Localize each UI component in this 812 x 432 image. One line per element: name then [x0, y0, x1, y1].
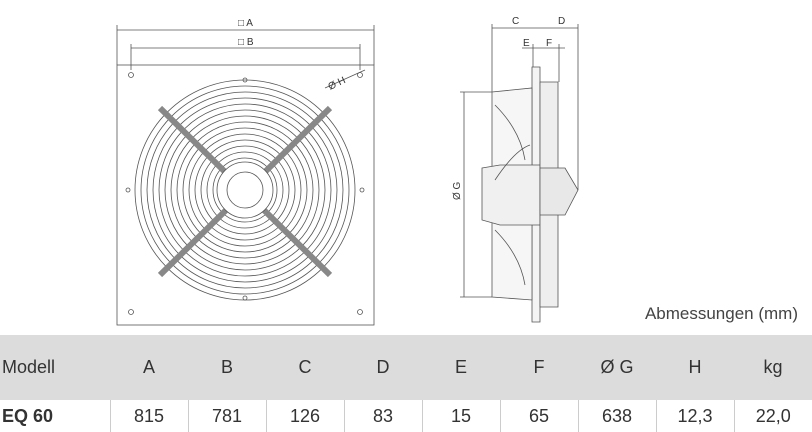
guard-ring	[152, 97, 338, 283]
dim-d-label: D	[558, 16, 565, 27]
guard-ring	[182, 127, 308, 253]
technical-drawing: □ A □ B Ø H C D E F Ø G	[116, 16, 579, 326]
guard-ring	[200, 145, 290, 235]
guard-ring	[140, 85, 350, 295]
dim-a-label: □ A	[238, 18, 253, 29]
dimensions-table: Modell A B C D E F Ø G H kg EQ 60 815 78…	[0, 335, 812, 432]
guard-ring	[206, 151, 284, 229]
guard-ring	[134, 79, 356, 301]
header-modell: Modell	[2, 357, 56, 377]
dim-e-label: E	[523, 38, 530, 49]
guard-ring	[158, 103, 332, 277]
header-a: A	[142, 357, 155, 377]
cell-modell: EQ 60	[2, 405, 54, 426]
cell-b: 781	[187, 400, 266, 432]
guard-ring	[146, 91, 344, 289]
dim-h-label: Ø H	[327, 75, 348, 92]
cell-h: 12,3	[655, 400, 734, 432]
header-c: C	[298, 357, 312, 377]
cell-g: 638	[577, 400, 656, 432]
cell-d: 83	[343, 400, 422, 432]
cell-e: 15	[421, 400, 500, 432]
guard-ring	[176, 121, 314, 259]
header-kg: kg	[763, 357, 783, 377]
cell-f: 65	[499, 400, 578, 432]
dim-f-label: F	[546, 38, 552, 49]
header-b: B	[220, 357, 233, 377]
cell-c: 126	[265, 400, 344, 432]
guard-ring	[164, 109, 326, 271]
cell-a: 815	[109, 400, 188, 432]
header-e: E	[454, 357, 467, 377]
side-view	[460, 24, 579, 323]
guard-ring	[170, 115, 320, 265]
guard-ring	[194, 139, 296, 241]
header-g: Ø G	[600, 357, 634, 377]
dim-c-label: C	[512, 16, 519, 27]
dim-g-label: Ø G	[452, 181, 463, 200]
guard-ring	[188, 133, 302, 247]
header-f: F	[533, 357, 545, 377]
front-view	[116, 25, 375, 326]
table-row: EQ 60 815 781 126 83 15 65 638 12,3 22,0	[0, 400, 812, 432]
header-h: H	[688, 357, 702, 377]
dimensions-caption: Abmessungen (mm)	[644, 304, 798, 323]
header-d: D	[376, 357, 390, 377]
guard-ring	[212, 157, 278, 223]
table-header-row: Modell A B C D E F Ø G H kg	[0, 335, 812, 400]
dim-b-label: □ B	[238, 37, 254, 48]
cell-kg: 22,0	[733, 400, 812, 432]
